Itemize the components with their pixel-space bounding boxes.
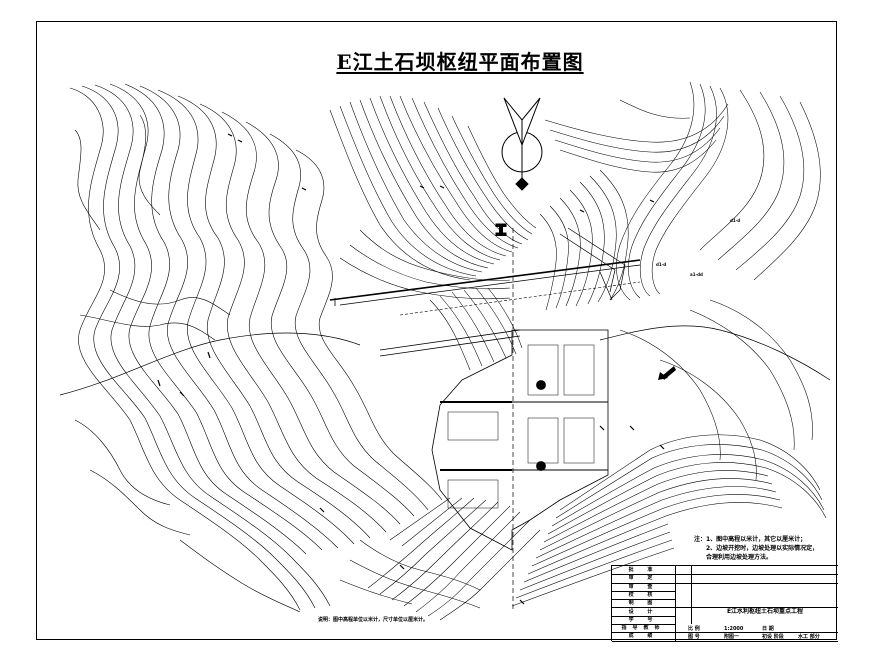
tb-row-label: 成 绩 bbox=[628, 633, 659, 640]
river-centerline bbox=[59, 325, 831, 396]
tb-row: 审 查 bbox=[612, 583, 676, 592]
tb-row: 校 核 bbox=[612, 591, 676, 601]
tb-row: 成 绩 bbox=[612, 632, 838, 642]
drawing-title: E江土石坝枢纽平面布置图 bbox=[336, 50, 584, 74]
contour-lines-west bbox=[69, 83, 443, 613]
tb-row: 批 准 bbox=[612, 566, 838, 576]
note-line-2: 2、边坡开挖时，边坡处理以实际情况定， bbox=[706, 545, 819, 552]
tb-row-label: 审 查 bbox=[628, 583, 659, 590]
north-arrow bbox=[501, 97, 543, 191]
tb-row: 制 图 bbox=[612, 599, 838, 609]
dam-axis bbox=[329, 259, 641, 357]
tb-scale-label: 比 例 bbox=[688, 625, 700, 632]
tb-date-label: 日 期 bbox=[762, 625, 774, 632]
note-line-3: 合理利用边坡处理方法。 bbox=[706, 554, 773, 561]
tb-row-label: 制 图 bbox=[628, 600, 659, 607]
spillway bbox=[559, 227, 626, 301]
section-marker bbox=[495, 223, 507, 236]
tb-drawing-no-value: 附图一 bbox=[724, 634, 740, 640]
tb-row: 学 号 bbox=[612, 616, 676, 626]
drawing-frame bbox=[36, 21, 837, 640]
contour-lines-east-ridge bbox=[539, 81, 821, 481]
tb-scale-value: 1:2000 bbox=[724, 625, 744, 632]
tb-drawing-no-label: 图 号 bbox=[688, 634, 700, 640]
tb-row-label: 学 号 bbox=[628, 616, 659, 623]
flow-arrow bbox=[658, 366, 676, 380]
title-block: 批 准 审 定 审 查 校 核 制 图 设 计 学 号 指导教师 成 绩 E江水… bbox=[611, 565, 838, 642]
tb-project-name: E江水利枢纽土石坝重点工程 bbox=[726, 608, 804, 615]
bottom-note: 说明：图中高程单位以米计，尺寸单位以厘米计。 bbox=[318, 617, 429, 623]
axis-label-a: d1-d bbox=[656, 262, 667, 267]
tb-row: 设 计 bbox=[612, 608, 676, 617]
tb-row-label: 批 准 bbox=[628, 567, 659, 573]
plant-area bbox=[431, 329, 609, 551]
contour-lines-south-slopes bbox=[339, 434, 827, 621]
tb-row-label: 设 计 bbox=[628, 608, 659, 615]
tb-dept: 水工 部分 bbox=[798, 634, 820, 640]
axis-label-c: d1-d bbox=[730, 218, 741, 223]
tb-row-label: 校 核 bbox=[628, 591, 659, 598]
tb-stage: 初设 阶段 bbox=[762, 634, 784, 640]
note-line-1: 注：1、图中高程以米计，其它以厘米计； bbox=[694, 536, 807, 543]
general-notes: 注：1、图中高程以米计，其它以厘米计； 2、边坡开挖时，边坡处理以实际情况定， … bbox=[694, 535, 818, 562]
tb-row-label: 指导教师 bbox=[621, 625, 666, 632]
contour-lines-north-ridge bbox=[329, 95, 537, 371]
road-marks bbox=[157, 133, 665, 605]
tb-row: 审 定 bbox=[612, 574, 838, 584]
tb-row-label: 审 定 bbox=[628, 575, 659, 582]
axis-label-b: a1-dd bbox=[690, 272, 703, 277]
tb-row: 指导教师 bbox=[612, 624, 838, 634]
